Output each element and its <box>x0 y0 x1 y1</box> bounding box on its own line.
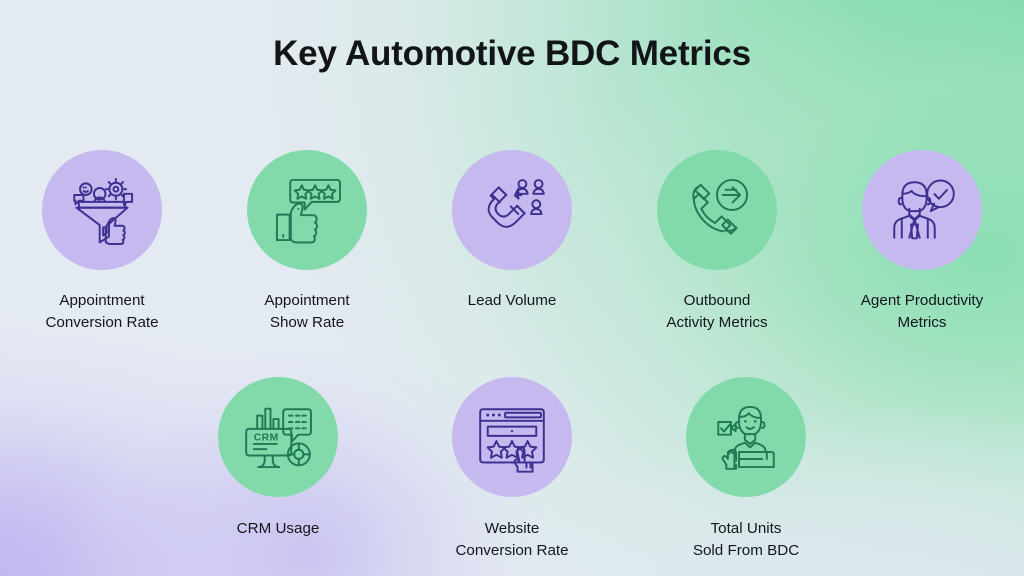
metric-appointment-conversion-rate[interactable]: Appointment Conversion Rate <box>15 150 190 334</box>
metric-icon-circle <box>862 150 982 270</box>
metric-label: Appointment Show Rate <box>264 292 350 332</box>
page-title: Key Automotive BDC Metrics <box>273 34 751 73</box>
metric-icon-circle: CRM <box>218 377 338 497</box>
metric-appointment-show-rate[interactable]: Appointment Show Rate <box>220 150 395 334</box>
crm-monitor-icon: CRM <box>245 407 312 469</box>
metric-icon-circle <box>452 150 572 270</box>
metric-agent-productivity-metrics[interactable]: Agent Productivity Metrics <box>835 150 1010 334</box>
metric-website-conversion-rate[interactable]: Website Conversion Rate <box>425 377 600 562</box>
metric-label: CRM Usage <box>236 520 320 537</box>
metric-label: Outbound Activity Metrics <box>666 292 768 332</box>
thumbs-up-rating-icon <box>275 178 341 244</box>
salesperson-car-icon <box>717 405 775 470</box>
metrics-row-bottom: CRM CRM Usage <box>0 377 1024 562</box>
metric-icon-circle <box>247 150 367 270</box>
browser-stars-click-icon <box>479 408 545 473</box>
funnel-conversion-icon <box>73 178 134 245</box>
magnet-leads-icon <box>487 179 545 228</box>
metric-icon-circle <box>657 150 777 270</box>
agent-check-icon <box>893 179 955 240</box>
outgoing-call-icon <box>692 178 749 235</box>
metric-label: Lead Volume <box>467 292 557 309</box>
metrics-row-top: Appointment Conversion Rate <box>0 150 1024 334</box>
metric-lead-volume[interactable]: Lead Volume <box>425 150 600 334</box>
metric-total-units-sold-from-bdc[interactable]: Total Units Sold From BDC <box>659 377 834 562</box>
metric-outbound-activity-metrics[interactable]: Outbound Activity Metrics <box>630 150 805 334</box>
metric-label: Total Units Sold From BDC <box>692 520 800 560</box>
metric-icon-circle <box>452 377 572 497</box>
metric-label: Website Conversion Rate <box>455 520 569 560</box>
metric-icon-circle <box>686 377 806 497</box>
crm-icon-label: CRM <box>254 432 279 443</box>
metric-label: Appointment Conversion Rate <box>45 292 159 332</box>
metric-crm-usage[interactable]: CRM CRM Usage <box>191 377 366 562</box>
metric-label: Agent Productivity Metrics <box>860 292 984 332</box>
metric-icon-circle <box>42 150 162 270</box>
